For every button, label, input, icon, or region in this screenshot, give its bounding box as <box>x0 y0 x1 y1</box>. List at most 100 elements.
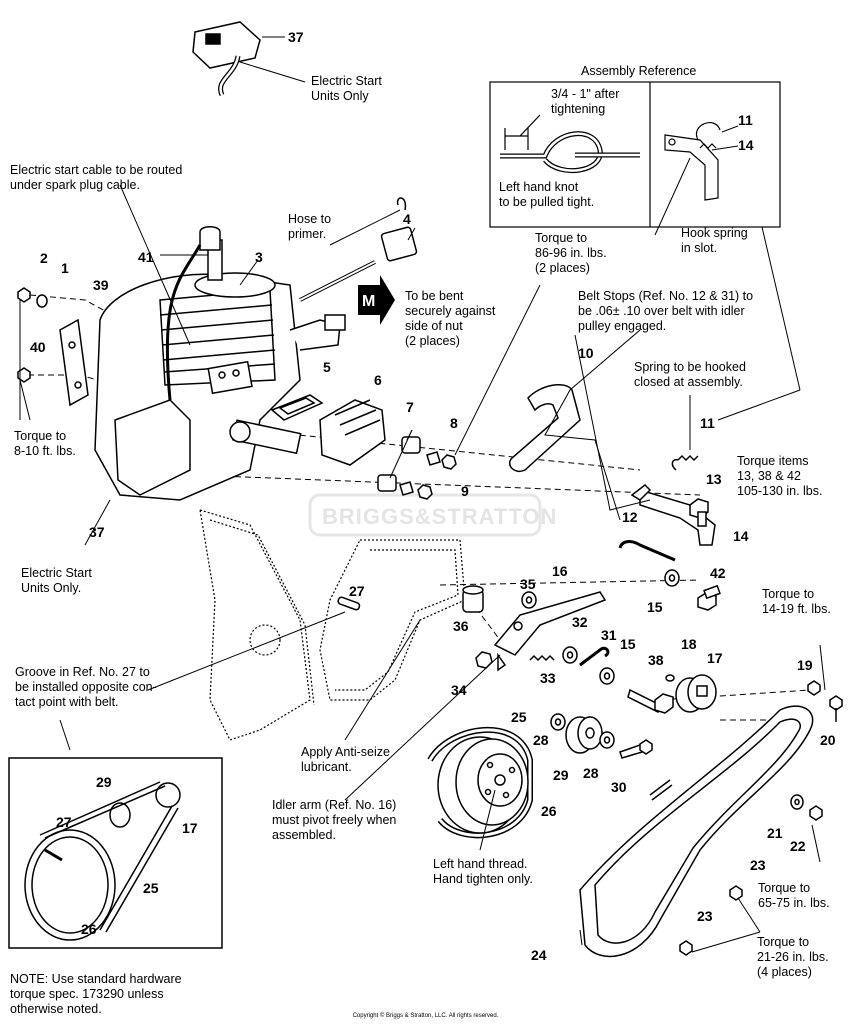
callout-28a: 28 <box>533 732 549 748</box>
callout-32: 32 <box>572 614 588 630</box>
callout-40: 40 <box>30 339 46 355</box>
belt-guide <box>508 383 581 472</box>
belt-stop-bracket <box>618 484 716 562</box>
note-torque-86-96: Torque to 86-96 in. lbs. (2 places) <box>535 231 607 275</box>
note-cable-routing: Electric start cable to be routed under … <box>10 163 183 192</box>
note-left-hand-thread: Left hand thread. Hand tighten only. <box>433 857 533 886</box>
callout-22: 22 <box>790 838 806 854</box>
callout-21: 21 <box>767 825 783 841</box>
bolts-left <box>17 287 48 421</box>
callout-2: 2 <box>40 250 48 266</box>
callout-12: 12 <box>622 509 638 525</box>
callout-25: 25 <box>511 709 527 725</box>
callout-29-inset: 29 <box>96 774 112 790</box>
callout-39: 39 <box>93 277 109 293</box>
note-torque-14-19: Torque to 14-19 ft. lbs. <box>762 587 831 616</box>
callout-35: 35 <box>520 576 536 592</box>
note-electric-start-left: Electric Start Units Only. <box>21 566 92 595</box>
callout-38: 38 <box>648 652 664 668</box>
callout-15a: 15 <box>647 599 663 615</box>
leader-hose <box>329 209 401 246</box>
callout-7: 7 <box>406 399 414 415</box>
marker-m-text: M <box>362 293 375 310</box>
callout-41: 41 <box>138 249 154 265</box>
callout-1: 1 <box>61 260 69 276</box>
bolt-13 <box>689 498 709 527</box>
callout-42: 42 <box>710 565 726 581</box>
pin-and-spacer <box>337 585 484 613</box>
callout-17: 17 <box>707 650 723 666</box>
note-hook-spring: Hook spring in slot. <box>681 226 748 255</box>
note-standard-hardware: NOTE: Use standard hardware torque spec.… <box>10 972 182 1016</box>
idler-hardware <box>475 591 615 685</box>
idler-arm <box>493 591 607 672</box>
callout-6: 6 <box>374 372 382 388</box>
belt-routing-inset <box>8 757 223 949</box>
leader-ref-11b2 <box>717 389 801 421</box>
callout-23b: 23 <box>697 908 713 924</box>
spring <box>671 454 699 471</box>
belt-guard <box>579 705 814 958</box>
callout-13: 13 <box>706 471 722 487</box>
leader-hook <box>654 157 691 236</box>
callout-34: 34 <box>451 682 467 698</box>
leader-14a <box>711 145 739 151</box>
leader-11a <box>721 125 739 133</box>
callout-15b: 15 <box>620 636 636 652</box>
callout-11: 11 <box>700 415 715 431</box>
callout-26-inset: 26 <box>81 921 97 937</box>
pulley-17-assembly <box>627 674 717 714</box>
leader-37-note <box>239 61 306 83</box>
note-to-be-bent: To be bent securely against side of nut … <box>405 289 496 348</box>
note-anti-seize: Apply Anti-seize lubricant. <box>301 745 390 774</box>
callout-11-ref: 11 <box>738 112 753 128</box>
callout-33: 33 <box>540 670 556 686</box>
leader-ref-11b <box>761 226 801 391</box>
callout-27: 27 <box>349 583 365 599</box>
primer-fitting <box>299 197 418 302</box>
callout-26: 26 <box>541 803 557 819</box>
callout-37-top: 37 <box>288 29 304 45</box>
callout-8: 8 <box>450 415 458 431</box>
callout-28b: 28 <box>583 765 599 781</box>
callout-17-inset: 17 <box>182 820 198 836</box>
note-torque-65-75: Torque to 65-75 in. lbs. <box>758 881 830 910</box>
guard-hardware <box>679 794 823 956</box>
leader-lines <box>59 184 826 953</box>
callout-9: 9 <box>461 483 469 499</box>
note-idler-arm: Idler arm (Ref. No. 16) must pivot freel… <box>272 798 397 842</box>
washer-and-bolt-42 <box>664 569 721 611</box>
mounting-plate <box>59 318 89 407</box>
assembly-reference-box <box>489 81 781 228</box>
idler-pulley-29 <box>550 713 653 759</box>
electric-start-switch <box>192 21 261 97</box>
callout-18: 18 <box>681 636 697 652</box>
callout-27-inset: 27 <box>56 814 72 830</box>
note-electric-start-top: Electric Start Units Only <box>311 74 382 103</box>
note-torque-21-26: Torque to 21-26 in. lbs. (4 places) <box>757 935 829 979</box>
callout-19: 19 <box>797 657 813 673</box>
marker-m: M <box>358 275 395 325</box>
note-spring-hooked: Spring to be hooked closed at assembly. <box>634 360 746 389</box>
note-belt-stops: Belt Stops (Ref. No. 12 & 31) to be .06±… <box>578 289 754 333</box>
callout-16: 16 <box>552 563 568 579</box>
callout-31: 31 <box>601 627 617 643</box>
callout-25-inset: 25 <box>143 880 159 896</box>
callout-24: 24 <box>531 947 547 963</box>
note-after-tightening: 3/4 - 1" after tightening <box>551 87 620 116</box>
copyright: Copyright © Briggs & Stratton, LLC. All … <box>352 1013 499 1019</box>
spacers-and-nuts <box>377 436 457 500</box>
callout-4: 4 <box>403 211 411 227</box>
note-groove: Groove in Ref. No. 27 to be installed op… <box>15 665 157 709</box>
bolts-19-20 <box>807 680 843 722</box>
callout-5: 5 <box>323 359 331 375</box>
note-torque-8-10: Torque to 8-10 ft. lbs. <box>14 429 76 458</box>
engine-assembly <box>94 226 346 501</box>
callout-numbers: 37 4 41 3 2 1 39 40 5 6 7 8 9 10 11 14 1… <box>30 29 836 963</box>
main-pulley-26 <box>427 726 533 839</box>
frame-outline <box>199 509 466 741</box>
callout-37: 37 <box>89 524 105 540</box>
note-torque-items: Torque items 13, 38 & 42 105-130 in. lbs… <box>737 454 823 498</box>
callout-3: 3 <box>255 249 263 265</box>
callout-20: 20 <box>820 732 836 748</box>
